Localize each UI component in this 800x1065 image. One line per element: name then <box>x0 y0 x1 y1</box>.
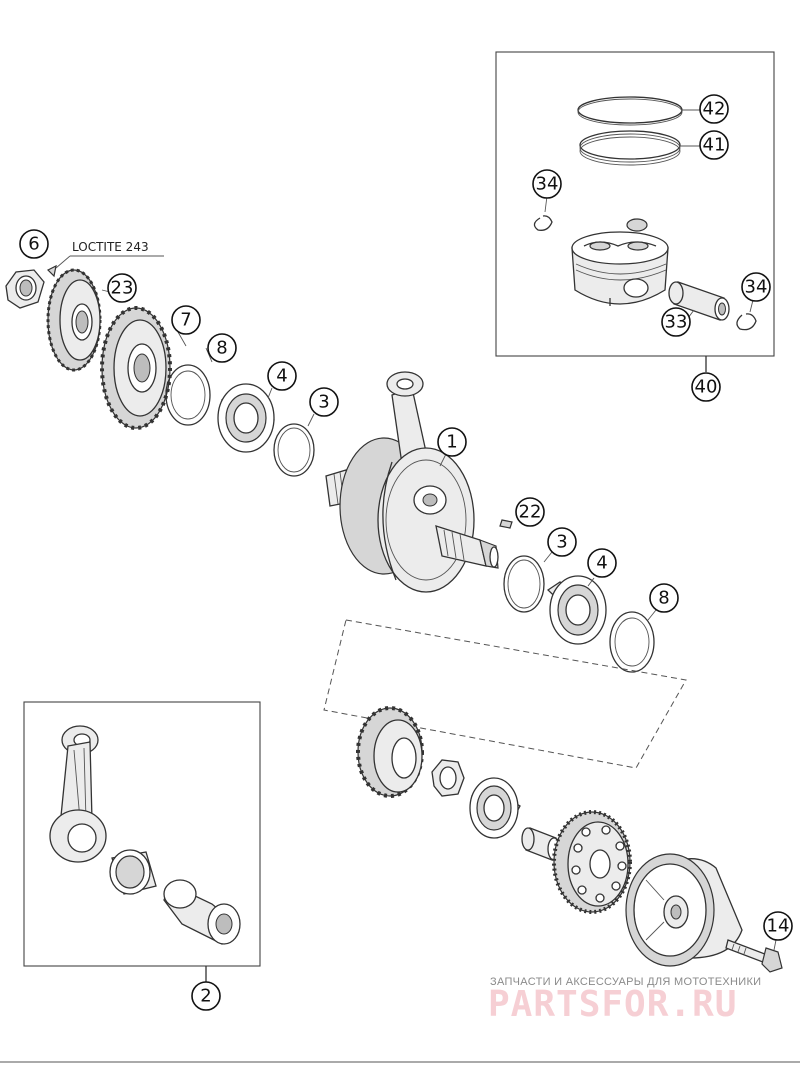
callout-8a: 8 <box>207 333 237 363</box>
leader-1 <box>439 453 447 467</box>
callout-33: 33 <box>661 307 691 337</box>
spacer-ring-8-right <box>609 611 655 673</box>
callout-1: 1 <box>437 427 467 457</box>
circlip-34-right <box>736 313 757 331</box>
primary-drive-gear <box>356 706 424 798</box>
piston-ring-41 <box>579 130 681 166</box>
loctite-note: LOCTITE 243 <box>72 240 149 254</box>
callout-3a: 3 <box>309 387 339 417</box>
conrod-kit-box <box>23 701 261 967</box>
callout-23: 23 <box>107 273 137 303</box>
callout-34b: 34 <box>741 272 771 302</box>
callout-14: 14 <box>763 911 793 941</box>
callout-2: 2 <box>191 981 221 1011</box>
svg-text:1: 1 <box>446 432 457 453</box>
leader-4b <box>587 577 595 587</box>
svg-text:7: 7 <box>180 310 191 331</box>
leader-loctite <box>55 255 71 269</box>
watermark-brand: PARTSFOR.RU <box>488 984 737 1025</box>
piston <box>571 218 669 306</box>
main-bearing-4-left <box>217 383 275 453</box>
leader-14 <box>773 939 777 951</box>
svg-text:4: 4 <box>276 366 287 387</box>
circlip-34-left <box>533 215 553 231</box>
callout-41: 41 <box>699 130 729 160</box>
piston-kit-box <box>495 51 775 357</box>
svg-text:8: 8 <box>658 588 669 609</box>
svg-text:14: 14 <box>767 916 790 937</box>
leader-34b <box>749 299 754 313</box>
spacer-ring-8-left <box>165 364 211 426</box>
svg-text:3: 3 <box>556 532 567 553</box>
callout-34a: 34 <box>532 169 562 199</box>
svg-text:34: 34 <box>536 174 559 195</box>
crank-pin <box>163 879 241 945</box>
bolt-14 <box>725 939 783 973</box>
main-bearing-4-right <box>546 575 607 645</box>
callout-8b: 8 <box>649 583 679 613</box>
woodruff-key <box>46 264 57 278</box>
svg-text:2: 2 <box>200 986 211 1007</box>
callout-4a: 4 <box>267 361 297 391</box>
starter-gear <box>552 810 632 914</box>
nut-6 <box>5 269 45 309</box>
svg-text:6: 6 <box>28 234 39 255</box>
svg-text:40: 40 <box>695 377 718 398</box>
lower-bearing <box>469 777 521 839</box>
piston-pin-33 <box>668 281 730 321</box>
svg-text:22: 22 <box>519 502 542 523</box>
shim-3-left <box>273 423 315 477</box>
callout-3b: 3 <box>547 527 577 557</box>
gear-7 <box>100 306 172 430</box>
callout-40: 40 <box>691 372 721 402</box>
svg-text:34: 34 <box>745 277 768 298</box>
callout-7: 7 <box>171 305 201 335</box>
leader-4a <box>267 387 273 399</box>
big-end-bearing <box>109 849 157 895</box>
lower-nut <box>431 759 465 797</box>
svg-text:23: 23 <box>111 278 134 299</box>
crankshaft-1 <box>325 371 499 593</box>
connecting-rod-kit <box>49 725 107 863</box>
leader-3a <box>307 413 315 427</box>
piston-ring-42 <box>577 96 683 126</box>
key-22 <box>499 519 513 529</box>
svg-text:8: 8 <box>216 338 227 359</box>
leader-8b <box>647 609 657 621</box>
svg-text:3: 3 <box>318 392 329 413</box>
callout-22: 22 <box>515 497 545 527</box>
svg-text:4: 4 <box>596 553 607 574</box>
svg-text:42: 42 <box>703 99 726 120</box>
shim-3-right <box>503 555 545 613</box>
svg-text:33: 33 <box>665 312 688 333</box>
leader-3b <box>543 551 553 563</box>
callout-4b: 4 <box>587 548 617 578</box>
leader-7 <box>177 331 187 347</box>
flywheel-rotor <box>625 853 743 967</box>
svg-text:41: 41 <box>703 135 726 156</box>
dashed-group-box <box>323 619 687 769</box>
watermark-caption: ЗАПЧАСТИ И АКСЕССУАРЫ ДЛЯ МОТОТЕХНИКИ <box>490 976 761 988</box>
callout-6: 6 <box>19 229 49 259</box>
callout-42: 42 <box>699 94 729 124</box>
gear-23 <box>46 268 102 372</box>
